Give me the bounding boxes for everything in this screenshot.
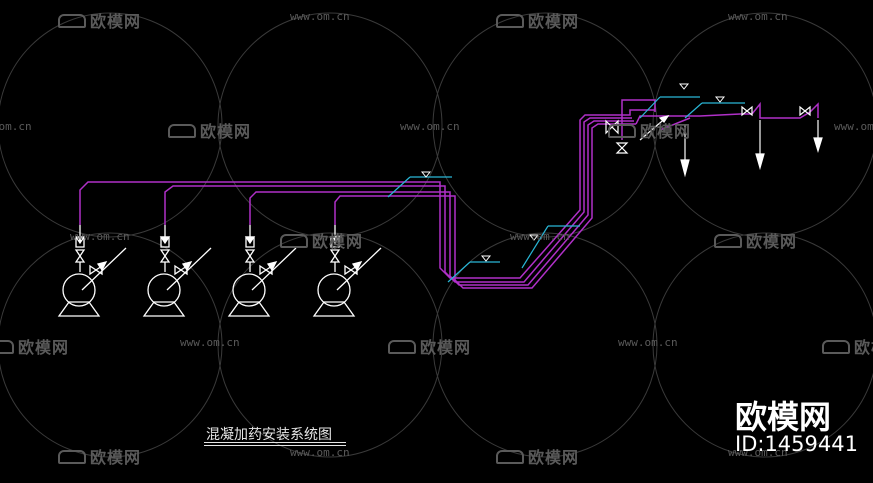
level-markers: [387, 96, 745, 283]
sofa-logo-icon: [58, 450, 86, 464]
gate-valve: [159, 249, 171, 263]
pump-base: [227, 301, 271, 317]
pump-body: [317, 273, 351, 307]
watermark-url: www.om.cn: [510, 230, 570, 243]
drawing-title: 混凝加药安装系统图: [206, 427, 332, 443]
sofa-logo-icon: [822, 340, 850, 354]
level-triangles: [420, 83, 726, 262]
watermark-url: www.om.cn: [290, 446, 350, 459]
watermark-brand: 欧模网: [496, 444, 579, 468]
dosing-line: [81, 247, 127, 291]
arrow-icon: [351, 261, 363, 272]
site-logo-text: 欧模网: [735, 398, 832, 436]
watermark-brand: 欧模网: [714, 228, 797, 252]
pump-body: [232, 273, 266, 307]
pump-body: [62, 273, 96, 307]
watermark-url: www.om.cn: [834, 120, 873, 133]
sofa-logo-icon: [58, 14, 86, 28]
pump-body: [147, 273, 181, 307]
title-underline: [204, 445, 346, 446]
pump-base: [57, 301, 101, 317]
watermark-url: www.om.cn: [0, 120, 32, 133]
watermark-url: www.om.cn: [728, 446, 788, 459]
valve-top-3: [799, 105, 811, 117]
pump-unit: [57, 225, 127, 317]
watermark-url: www.om.cn: [180, 336, 240, 349]
watermark-url: www.om.cn: [70, 230, 130, 243]
dosing-line: [166, 247, 212, 291]
valve-top-1: [615, 142, 629, 154]
watermark-brand: 欧模网: [822, 334, 873, 358]
title-underline: [204, 442, 346, 443]
dosing-line: [336, 247, 382, 291]
watermark-url: www.om.cn: [728, 10, 788, 23]
valve-top-2: [741, 105, 753, 117]
sofa-logo-icon: [608, 124, 636, 138]
pump-base: [312, 301, 356, 317]
upper-equipment: [605, 105, 823, 178]
watermark-brand: 欧模网: [280, 228, 363, 252]
arrow-icon: [266, 261, 278, 272]
sofa-logo-icon: [168, 124, 196, 138]
sofa-logo-icon: [496, 450, 524, 464]
pump-group: [57, 225, 382, 317]
watermark-brand: 欧模网: [58, 8, 141, 32]
sofa-logo-icon: [0, 340, 14, 354]
sofa-logo-icon: [388, 340, 416, 354]
watermark-brand: 欧模网: [496, 8, 579, 32]
sofa-logo-icon: [280, 234, 308, 248]
sofa-logo-icon: [496, 14, 524, 28]
gate-valve: [74, 249, 86, 263]
watermark-brand: 欧模网: [168, 118, 251, 142]
pump-unit: [142, 225, 212, 317]
watermark-brand: 欧模网: [0, 334, 69, 358]
watermark-brand: 欧模网: [608, 118, 691, 142]
pump-base: [142, 301, 186, 317]
arrow-icon: [181, 261, 193, 272]
dosing-line: [251, 247, 297, 291]
pipe-bundle: [79, 99, 819, 289]
pump-unit: [227, 225, 297, 317]
watermark-url: www.om.cn: [400, 120, 460, 133]
watermark-brand: 欧模网: [388, 334, 471, 358]
watermark-url: www.om.cn: [618, 336, 678, 349]
sofa-logo-icon: [714, 234, 742, 248]
site-id-text: ID:1459441: [735, 432, 858, 456]
pump-unit: [312, 225, 382, 317]
check-valve: [244, 236, 256, 248]
watermark-brand: 欧模网: [58, 444, 141, 468]
watermark-circles: [0, 12, 873, 458]
gate-valve: [244, 249, 256, 263]
watermark-url: www.om.cn: [290, 10, 350, 23]
arrow-icon: [96, 261, 108, 272]
